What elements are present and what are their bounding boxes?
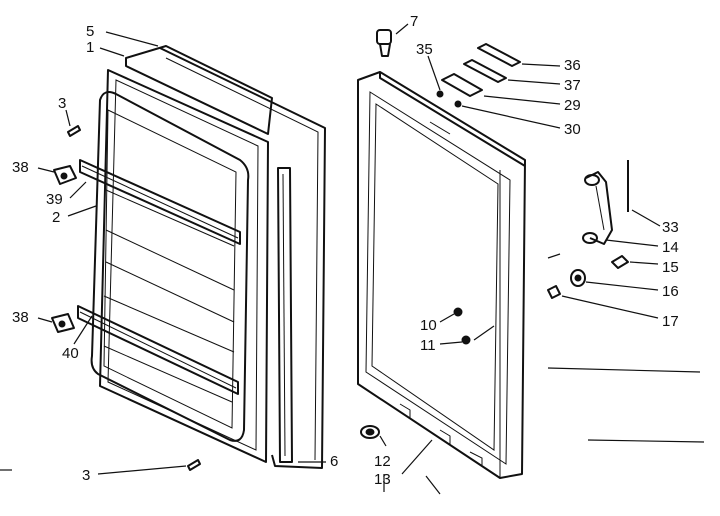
part-17 <box>547 285 561 299</box>
gasket-strip <box>277 167 293 463</box>
door-liner <box>90 47 326 469</box>
label-1: 1 <box>86 39 94 56</box>
label-14: 14 <box>662 239 679 256</box>
label-13: 13 <box>374 471 391 488</box>
part-16 <box>570 269 586 287</box>
shelf-retainer-clip-lower <box>51 313 75 333</box>
top-strip <box>125 45 273 135</box>
shelf-retainer-clip-upper <box>53 165 77 185</box>
callout-labels: 5 1 3 38 39 2 38 40 3 6 7 35 36 37 29 30… <box>12 13 679 488</box>
upper-door-shelf <box>79 159 241 245</box>
label-15: 15 <box>662 259 679 276</box>
bushing-30 <box>454 100 462 108</box>
label-3-upper: 3 <box>58 95 66 112</box>
label-39: 39 <box>46 191 63 208</box>
bottom-bushing <box>360 425 380 439</box>
hinge-pin <box>376 29 392 57</box>
label-37: 37 <box>564 77 581 94</box>
label-16: 16 <box>662 283 679 300</box>
leader-lines <box>0 23 705 495</box>
lower-door-shelf <box>77 305 239 395</box>
label-36: 36 <box>564 57 581 74</box>
label-10: 10 <box>420 317 437 334</box>
label-5: 5 <box>86 23 94 40</box>
label-30: 30 <box>564 121 581 138</box>
door-handle <box>582 171 613 245</box>
part-15 <box>611 255 629 269</box>
outer-door <box>357 71 526 479</box>
label-40: 40 <box>62 345 79 362</box>
screw-upper <box>67 125 81 137</box>
label-6: 6 <box>330 453 338 470</box>
top-bracket-36 <box>477 43 521 67</box>
label-29: 29 <box>564 97 581 114</box>
top-bracket-29 <box>441 73 483 97</box>
label-3-lower: 3 <box>82 467 90 484</box>
label-38-lower: 38 <box>12 309 29 326</box>
plug-10 <box>453 307 463 317</box>
plug-11 <box>461 335 471 345</box>
label-11: 11 <box>420 337 436 354</box>
label-38-upper: 38 <box>12 159 29 176</box>
top-bracket-37 <box>463 59 507 83</box>
label-33: 33 <box>662 219 679 236</box>
label-12: 12 <box>374 453 391 470</box>
bushing-35 <box>436 90 444 98</box>
label-7: 7 <box>410 13 418 30</box>
label-2: 2 <box>52 209 60 226</box>
screw-lower <box>187 459 201 471</box>
label-17: 17 <box>662 313 679 330</box>
label-35: 35 <box>416 41 433 58</box>
